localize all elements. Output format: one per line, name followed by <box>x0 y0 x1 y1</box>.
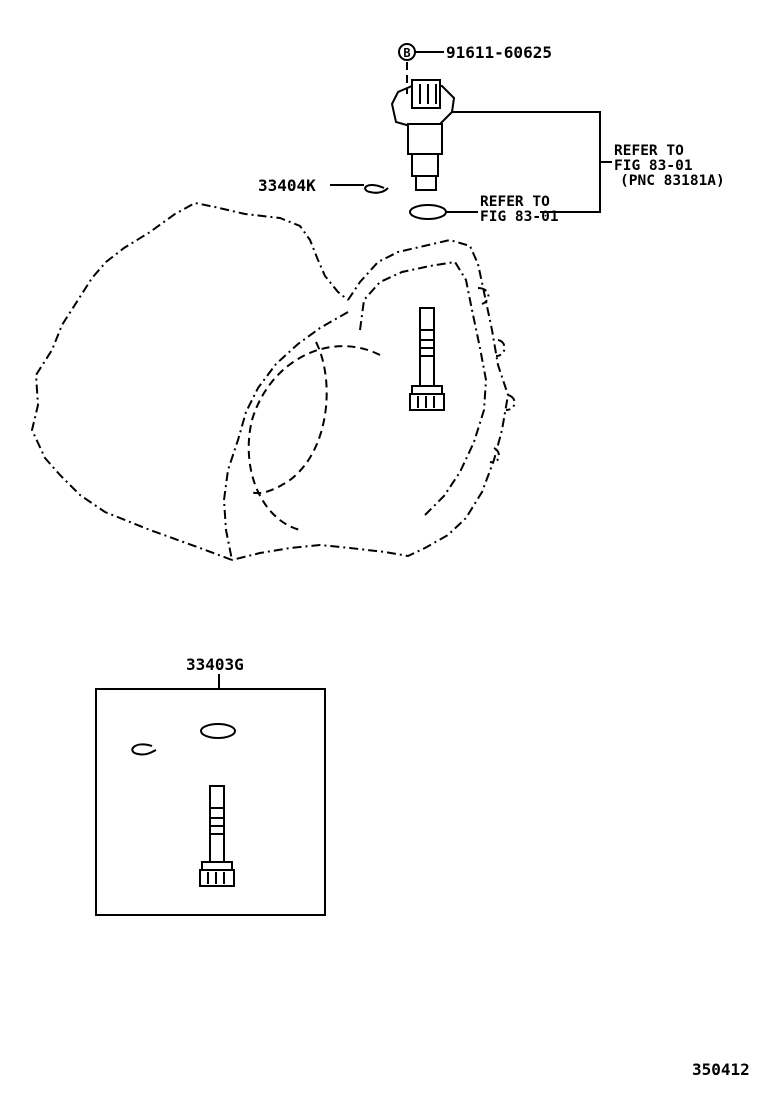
sensor-ref-line2: FIG 83-01 <box>614 158 693 174</box>
speed-sensor <box>390 79 456 191</box>
sensor-ref-line1: REFER TO <box>614 143 684 159</box>
transmission-housing <box>30 201 516 561</box>
oring-ref-line1: REFER TO <box>480 194 550 210</box>
clip-part-number: 33404K <box>258 176 316 195</box>
oring-ref-line2: FIG 83-01 <box>480 209 559 225</box>
driven-gear-kit <box>199 785 235 887</box>
bolt-badge: B <box>398 43 416 61</box>
clip-kit <box>131 743 157 756</box>
kit-box <box>95 688 326 916</box>
o-ring-kit <box>200 723 236 739</box>
bolt-part-number: 91611-60625 <box>446 43 552 62</box>
figure-number: 350412 <box>692 1060 750 1079</box>
bolt-badge-letter: B <box>403 46 410 60</box>
sensor-ref-line3: (PNC 83181A) <box>620 173 725 189</box>
kit-part-number: 33403G <box>186 655 244 674</box>
driven-gear-installed <box>409 307 445 411</box>
o-ring-upper <box>409 204 447 220</box>
clip-upper <box>364 183 389 194</box>
